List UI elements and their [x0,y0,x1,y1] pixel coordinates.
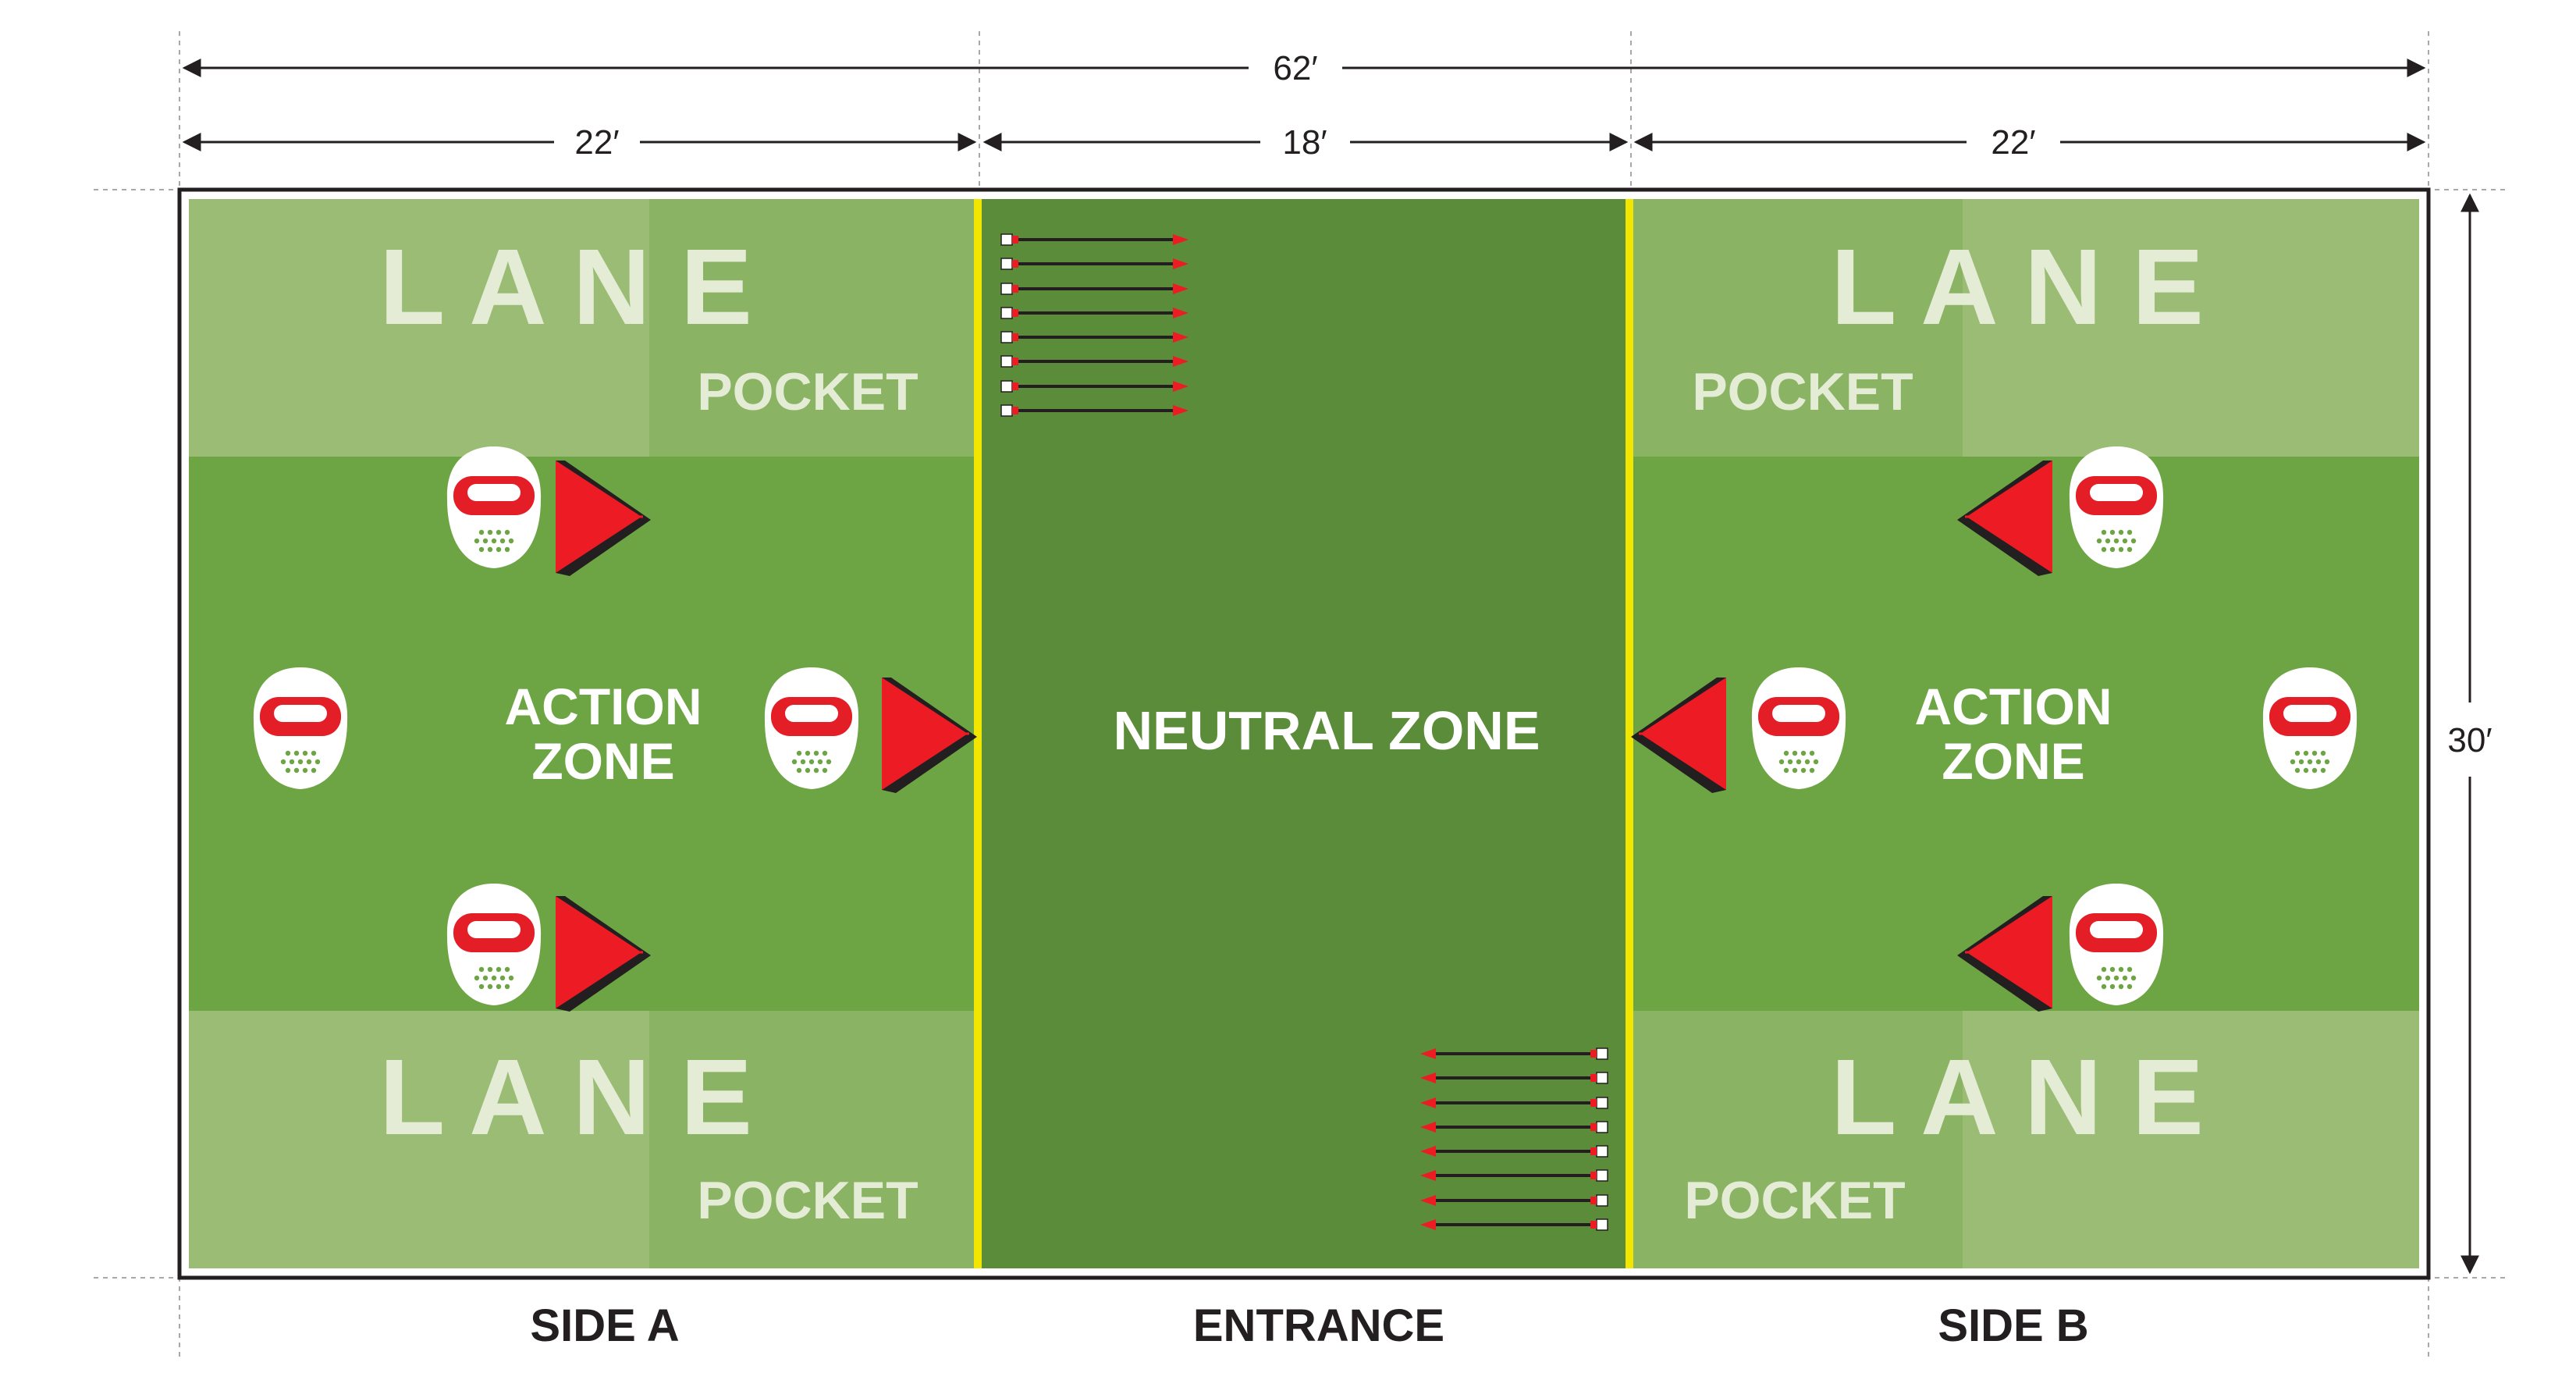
pocket-label-bottom-left: POCKET [697,1171,918,1230]
pocket-label-top-left: POCKET [697,362,918,421]
paintball-mask-icon [253,667,348,789]
lane-label-top-right: L A N E [1831,227,2204,347]
dimension-side-a-label: 22′ [574,123,619,162]
lane-label-bottom-left: L A N E [379,1037,752,1158]
dimension-side-b-label: 22′ [1991,123,2035,162]
entrance-label: ENTRANCE [1193,1300,1444,1351]
dimension-entrance-label: 18′ [1282,123,1327,162]
paintball-mask-icon [764,667,859,789]
paintball-mask-icon [2262,667,2357,789]
side-a-label: SIDE A [530,1300,679,1351]
action-zone-a-label-line2: ZONE [531,732,674,790]
pocket-label-top-right: POCKET [1692,362,1913,421]
pocket-top-left [649,199,975,457]
pocket-bottom-right [1631,1011,1963,1268]
dimension-side-a: 22′ [182,123,977,162]
lane-top-right [1963,199,2419,457]
lane-label-top-left: L A N E [379,227,752,347]
paintball-mask-icon [446,884,542,1005]
neutral-zone-label: NEUTRAL ZONE [1113,700,1540,761]
pocket-label-bottom-right: POCKET [1684,1171,1905,1230]
paintball-mask-icon [1751,667,1846,789]
pocket-top-right [1631,199,1963,457]
dimension-entrance: 18′ [982,123,1629,162]
paintball-mask-icon [2069,884,2164,1005]
dimension-height: 30′ [2447,193,2493,1275]
paintball-mask-icon [446,446,542,568]
lane-bottom-right [1963,1011,2419,1268]
paintball-mask-icon [2069,446,2164,568]
lane-bottom-left [189,1011,649,1268]
lane-label-bottom-right: L A N E [1831,1037,2204,1158]
side-b-label: SIDE B [1938,1300,2088,1351]
action-zone-b-label-line2: ZONE [1942,732,2084,790]
action-zone-b-label-line1: ACTION [1915,678,2112,735]
dimension-side-b: 22′ [1633,123,2426,162]
pocket-bottom-left [649,1011,975,1268]
dimension-total-label: 62′ [1273,49,1317,87]
neutral-zone [975,199,1631,1268]
dimension-total: 62′ [182,49,2426,87]
dimension-height-label: 30′ [2447,721,2492,759]
lane-top-left [189,199,649,457]
action-zone-a-label-line1: ACTION [505,678,702,735]
